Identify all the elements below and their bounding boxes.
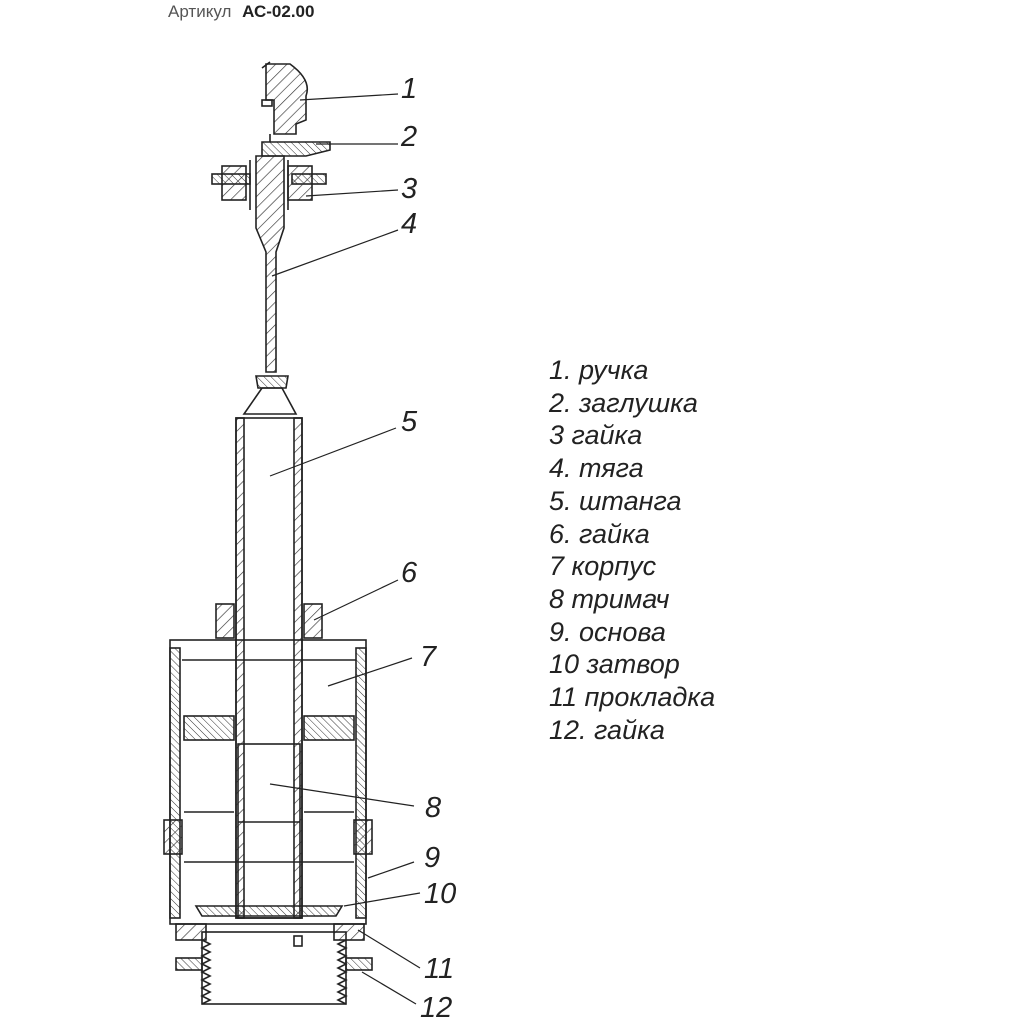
legend-item: 12. гайка — [549, 714, 665, 745]
callout-7: 7 — [420, 641, 438, 673]
article-code: АС-02.00 — [242, 2, 315, 21]
legend-item: 7 корпус — [549, 551, 657, 582]
callout-11: 11 — [424, 953, 454, 985]
legend-item: 8 тримач — [549, 583, 670, 614]
legend-item: 1. ручка — [549, 355, 649, 385]
nut-6-right — [303, 603, 323, 639]
legend-item: 10 затвор — [549, 649, 680, 680]
base-ring-left — [163, 819, 183, 855]
cap — [261, 141, 331, 157]
legend-item: 4. тяга — [549, 453, 644, 484]
parts-legend: 1. ручка 2. заглушка 3 гайка 4. тяга 5. … — [549, 354, 715, 746]
bottom-nut-right — [345, 957, 373, 971]
article-line: Артикул АС-02.00 — [168, 2, 314, 22]
bottom-nut-left — [175, 957, 203, 971]
callout-numbers: 1 2 3 4 5 6 7 8 9 10 11 12 — [400, 73, 456, 1024]
callout-5: 5 — [401, 406, 418, 438]
nut-6-left — [215, 603, 235, 639]
callout-4: 4 — [401, 208, 417, 240]
leader-lines — [269, 93, 421, 1005]
rod — [255, 155, 285, 373]
drawing-lines — [163, 61, 373, 1005]
legend-item: 2. заглушка — [549, 387, 698, 418]
stem-outer — [235, 417, 303, 919]
callout-8: 8 — [425, 792, 441, 824]
legend-item: 3 гайка — [549, 420, 643, 451]
article-label: Артикул — [168, 2, 232, 21]
callout-9: 9 — [424, 842, 440, 874]
gate — [194, 905, 344, 917]
rod-connector — [255, 375, 289, 389]
callout-12: 12 — [420, 992, 452, 1024]
holder — [237, 743, 301, 919]
callout-3: 3 — [401, 173, 417, 205]
callout-10: 10 — [424, 878, 456, 910]
legend-item: 6. гайка — [549, 518, 650, 549]
legend-item: 9. основа — [549, 616, 666, 647]
legend-item: 5. штанга — [549, 485, 682, 516]
base-ring-right — [353, 819, 373, 855]
handle — [265, 63, 309, 135]
callout-6: 6 — [401, 557, 418, 589]
callout-1: 1 — [401, 73, 417, 105]
legend-item: 11 прокладка — [549, 682, 716, 713]
outlet-thread — [201, 931, 347, 1005]
callout-2: 2 — [400, 121, 417, 153]
